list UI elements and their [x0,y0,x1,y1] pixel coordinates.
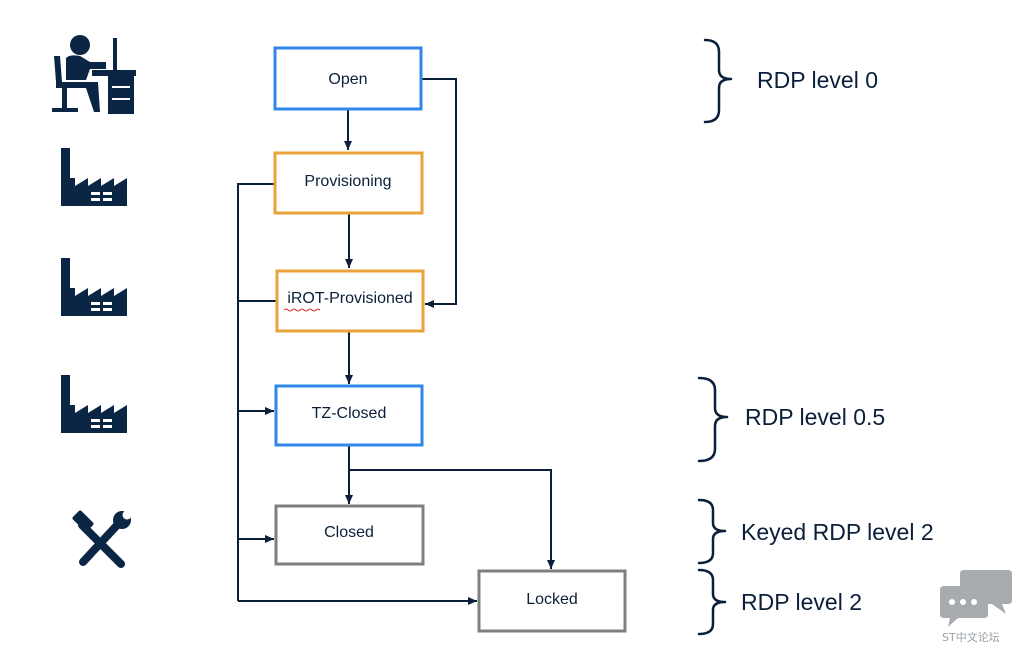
state-open: Open [273,46,423,111]
state-label: Locked [526,591,578,608]
state-label: Closed [324,524,374,541]
edge-tzclosed-locked [349,469,555,569]
state-label: Provisioning [304,173,391,190]
watermark-text: ST中文论坛 [942,630,1000,644]
state-locked: Locked [477,569,627,633]
chat-bubbles-icon [940,570,1012,627]
factory-icon [61,258,127,316]
state-closed: Closed [274,504,425,566]
factory-icon [61,148,127,206]
state-tz-closed: TZ-Closed [274,384,424,447]
wrench-hammer-icon [72,510,132,568]
state-label: TZ-Closed [312,405,387,422]
spellcheck-squiggle [283,308,321,312]
state-label: iROT-Provisioned [287,290,412,307]
state-provisioning: Provisioning [273,151,424,215]
brace-rdp-2 [697,568,727,636]
connectors [237,78,555,605]
factory-icon [61,375,127,433]
rdp-level-2-label: RDP level 2 [741,589,862,615]
brace-rdp-0 [703,38,733,124]
brace-rdp-0-5 [697,376,729,463]
person-at-desk-icon [52,35,136,114]
state-label: Open [328,71,367,88]
keyed-rdp-level-2-label: Keyed RDP level 2 [741,519,934,545]
brace-keyed-rdp-2 [697,498,727,565]
state-irot-provisioned: iROT-Provisioned [275,269,425,333]
rdp-level-0-label: RDP level 0 [757,67,878,93]
edge-open-irot [421,78,457,308]
bus-vertical [237,183,275,601]
rdp-level-0-5-label: RDP level 0.5 [745,404,885,430]
